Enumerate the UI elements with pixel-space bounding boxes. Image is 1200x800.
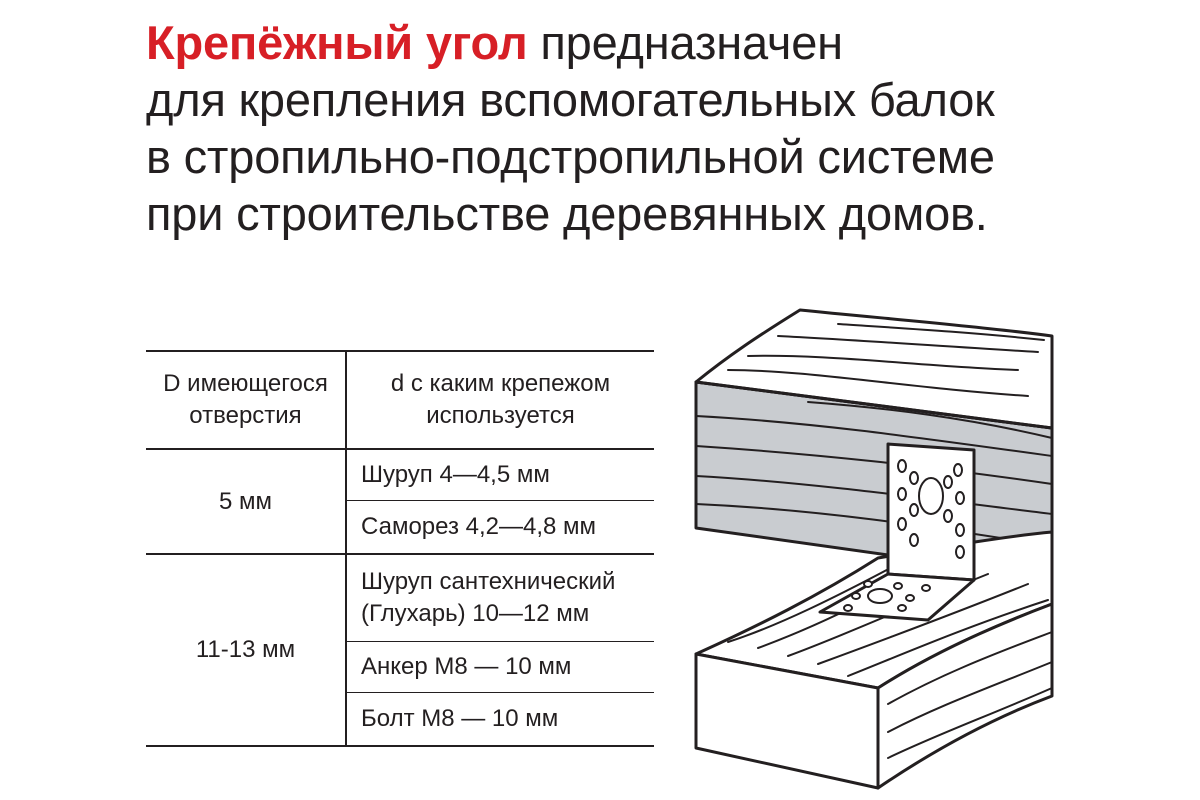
header-hole-diameter-line-1: D имеющегося [163,370,328,397]
hole-diameter-cell: 5 мм [146,449,347,555]
header-hole-diameter: D имеющегося отверстия [146,350,347,450]
wood-grain [887,631,1053,759]
fastener-cell: Шуруп сантехнический (Глухарь) 10—12 мм [346,554,654,642]
headline-line-1-rest: предназначен [527,16,843,69]
headline: Крепёжный угол предназначен для креплени… [146,14,1166,242]
table-row: 5 мм Шуруп 4—4,5 мм [146,449,654,555]
headline-accent: Крепёжный угол [146,16,528,69]
header-fastener: d с каким крепежом используется [346,350,654,450]
hole-diameter-cell: 11-13 мм [146,554,347,747]
table-row: Болт М8 — 10 мм [146,692,654,747]
table-row: Саморез 4,2—4,8 мм [146,500,654,555]
angle-holes [843,459,965,612]
fastener-cell: Болт М8 — 10 мм [346,692,654,747]
headline-line-4: при строительстве деревянных домов. [146,187,988,240]
table-header-row: D имеющегося отверстия d с каким крепежо… [146,350,654,450]
wood-grain [695,401,1053,547]
header-fastener-line-2: используется [426,402,575,429]
table-row: 11-13 мм Шуруп сантехнический (Глухарь) … [146,554,654,747]
headline-line-3: в стропильно-подстропильной системе [146,130,995,183]
header-fastener-line-1: d с каким крепежом [390,370,611,397]
upper-beam-top [694,308,1054,430]
header-hole-diameter-line-2: отверстия [189,402,302,429]
mounting-angle-illustration [694,308,1054,790]
fastener-cell-line-1: Шуруп сантехнический [361,568,616,595]
headline-line-1: Крепёжный угол предназначен [146,14,1166,71]
headline-line-2: для крепления вспомогательных балок [146,73,995,126]
angle-horizontal-plate [818,572,976,622]
wood-grain [727,323,1045,397]
fastener-cell: Анкер М8 — 10 мм [346,641,654,693]
fastener-cell-line-2: (Глухарь) 10—12 мм [361,600,590,627]
fastener-cell: Саморез 4,2—4,8 мм [346,500,654,555]
upper-beam-top-outline [694,380,1054,430]
fastener-spec-table: D имеющегося отверстия d с каким крепежо… [146,350,654,747]
fastener-cell: Шуруп 4—4,5 мм [346,449,654,501]
table-row: Анкер М8 — 10 мм [146,641,654,693]
